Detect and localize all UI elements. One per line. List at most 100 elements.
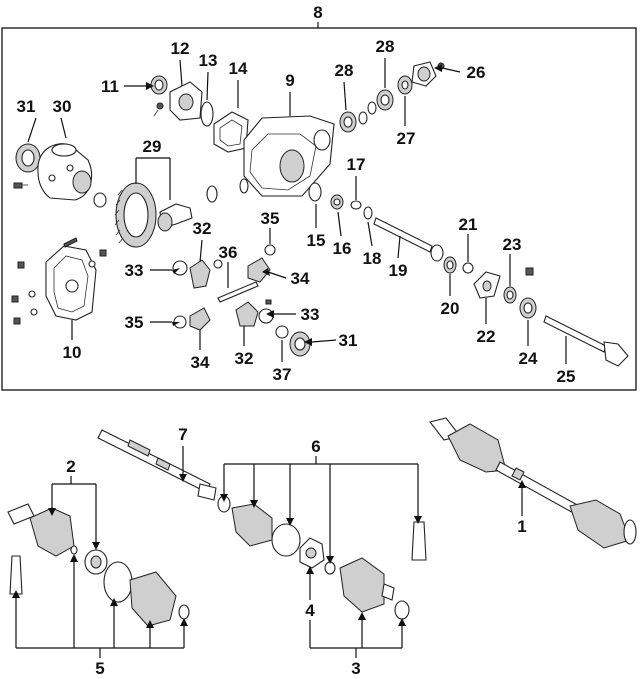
part-4-tripod [299, 537, 325, 569]
callout-16: 16 [333, 239, 352, 258]
nub-32 [265, 299, 272, 305]
callout-22: 22 [477, 327, 496, 346]
callout-26: 26 [467, 63, 486, 82]
callout-9: 9 [285, 71, 294, 90]
part-9-housing [243, 115, 335, 197]
part-37-shim [275, 325, 289, 339]
part-25-output-shaft [543, 315, 629, 367]
callout-8: 8 [313, 3, 322, 22]
part-30-differential-case [37, 143, 92, 201]
callout-13: 13 [199, 51, 218, 70]
part-12-cover [169, 81, 203, 121]
callout-6: 6 [311, 437, 320, 456]
part-34-pinion-gear-a [247, 257, 271, 283]
part-31-bearing [15, 143, 41, 173]
callout-5: 5 [95, 659, 104, 678]
part-31-bearing-right [289, 331, 311, 357]
callout-14: 14 [229, 59, 248, 78]
bolts-10 [11, 237, 107, 325]
part-28-bearing-a [339, 111, 357, 133]
part-13-gasket [200, 101, 214, 127]
callout-32-a: 32 [193, 219, 212, 238]
part-32-side-gear-b [235, 301, 259, 327]
part-36-pin [217, 281, 259, 303]
callout-32-b: 32 [235, 349, 254, 368]
callout-lines-top [27, 58, 567, 364]
part-19-shaft [373, 217, 444, 262]
callout-7: 7 [178, 425, 187, 444]
callout-33-b: 33 [301, 305, 320, 324]
callout-31-left: 31 [17, 97, 36, 116]
callout-21: 21 [459, 215, 478, 234]
bolt-left [13, 182, 28, 189]
part-27-seal [397, 75, 413, 95]
callout-31-right: 31 [339, 331, 358, 350]
washer-left [93, 192, 107, 208]
callout-24: 24 [519, 349, 538, 368]
arrow-1 [518, 480, 526, 488]
arrow-2b [92, 542, 100, 550]
part-10-rear-cover [45, 245, 97, 321]
part-26-flange [411, 61, 445, 87]
arrow-4 [306, 566, 314, 574]
callout-33-a: 33 [125, 261, 144, 280]
callout-15: 15 [307, 231, 326, 250]
part-3-inner-joint [339, 557, 410, 620]
part-18-ring [363, 206, 373, 220]
callout-29: 29 [143, 137, 162, 156]
part-14-gasket [213, 111, 249, 153]
callout-3: 3 [351, 659, 360, 678]
arrow-2a [48, 508, 56, 516]
callout-11: 11 [101, 77, 119, 96]
callout-28-b: 28 [376, 37, 395, 56]
part-15-ring [308, 182, 322, 202]
shim-29 [206, 185, 218, 203]
callout-1: 1 [517, 517, 526, 536]
part-20-seal [443, 256, 457, 274]
clip-32 [213, 259, 223, 269]
part-29-ring-and-pinion [114, 182, 193, 248]
callout-27: 27 [397, 129, 416, 148]
part-1-axle-assembly [429, 417, 637, 549]
part-16-seal [330, 194, 344, 210]
part-5-boot-kit [9, 545, 190, 627]
callout-34-a: 34 [291, 269, 310, 288]
arrow-7 [179, 474, 187, 482]
callout-35-b: 35 [125, 313, 144, 332]
shim-28 [358, 111, 368, 125]
part-35-washer-a [264, 244, 276, 256]
part-21-clip [462, 262, 474, 274]
spacer-28 [367, 101, 377, 115]
callout-35-a: 35 [261, 209, 280, 228]
part-34-pinion-gear-b [189, 307, 211, 331]
callout-28-a: 28 [335, 61, 354, 80]
part-2-outer-joint [7, 503, 108, 575]
arrows-3 [358, 612, 406, 626]
callout-37: 37 [273, 365, 292, 384]
callout-4: 4 [305, 601, 315, 620]
callout-25: 25 [557, 367, 576, 386]
part-6-inner-boot-kit [217, 495, 427, 575]
part-32-side-gear-a [189, 259, 211, 289]
part-28-bearing-b [376, 89, 394, 111]
arrows-5 [12, 554, 188, 628]
callout-20: 20 [441, 299, 460, 318]
callout-23: 23 [503, 235, 522, 254]
callout-17: 17 [347, 155, 366, 174]
part-7-intermediate-shaft [97, 429, 217, 501]
callout-36: 36 [219, 243, 238, 262]
part-17-clip [350, 200, 362, 210]
arrows-6 [220, 494, 422, 564]
part-23-bearing [503, 267, 534, 304]
callout-34-b: 34 [191, 353, 210, 372]
callout-2: 2 [66, 457, 75, 476]
spacer-29 [239, 178, 249, 194]
callout-18: 18 [363, 249, 382, 268]
bolt-11 [153, 102, 164, 117]
callout-arrowheads-top [146, 64, 442, 346]
callout-30: 30 [53, 97, 72, 116]
part-24-seal [519, 297, 537, 319]
callout-10: 10 [63, 343, 82, 362]
callout-12: 12 [171, 39, 190, 58]
